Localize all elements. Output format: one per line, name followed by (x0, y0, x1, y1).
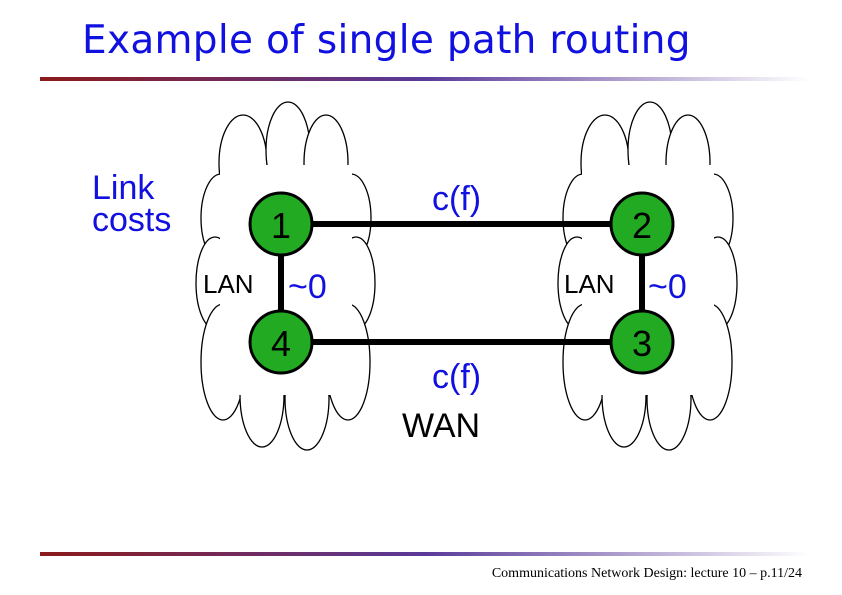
wan-label: WAN (402, 407, 480, 445)
footer-divider (40, 552, 810, 556)
lan-left-cost-label: ~0 (288, 268, 327, 306)
lan-right-cost-label: ~0 (648, 268, 687, 306)
legend-costs: costs (92, 201, 171, 239)
lan-left-label: LAN (203, 269, 254, 299)
title-divider (40, 77, 810, 81)
lan-cloud-right (557, 101, 738, 451)
slide-title: Example of single path routing (82, 18, 691, 63)
node-4-label: 4 (271, 323, 291, 364)
node-3-label: 3 (632, 323, 652, 364)
node-1-label: 1 (271, 205, 291, 246)
node-2-label: 2 (632, 205, 652, 246)
lan-right-label: LAN (564, 269, 615, 299)
legend-link: Link (92, 169, 155, 207)
node-2: 2 (609, 191, 675, 257)
node-1: 1 (248, 191, 314, 257)
node-4: 4 (248, 309, 314, 375)
wan-cost-bottom-label: c(f) (432, 358, 481, 396)
wan-cost-top-label: c(f) (432, 180, 481, 218)
node-3: 3 (609, 309, 675, 375)
slide-footer: Communications Network Design: lecture 1… (491, 566, 802, 581)
lan-cloud-left (195, 101, 376, 451)
